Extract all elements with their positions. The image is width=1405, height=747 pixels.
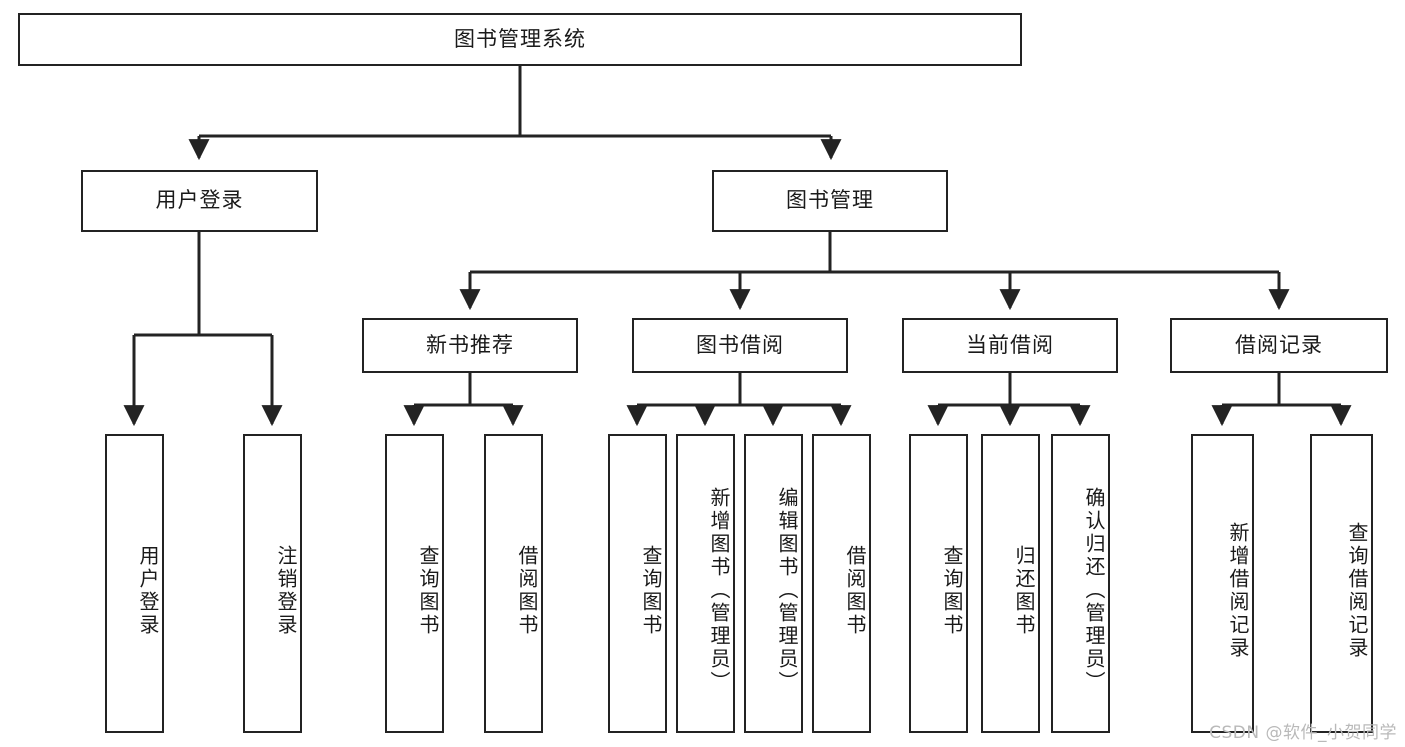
node-leaf-confirm-return-label: 确认归还（管理员） (1082, 487, 1106, 694)
node-leaf-logout[interactable]: 注销登录 (243, 434, 302, 733)
node-leaf-user-login-label: 用户登录 (136, 544, 160, 637)
node-leaf-return-book[interactable]: 归还图书 (981, 434, 1040, 733)
node-leaf-borrow-book-2[interactable]: 借阅图书 (812, 434, 871, 733)
node-user-login-label: 用户登录 (155, 188, 244, 213)
node-new-book-recommend-label: 新书推荐 (426, 332, 514, 357)
node-book-borrow-label: 图书借阅 (696, 332, 784, 357)
node-leaf-edit-book[interactable]: 编辑图书（管理员） (744, 434, 803, 733)
node-leaf-user-login[interactable]: 用户登录 (105, 434, 164, 733)
node-leaf-query-book-3[interactable]: 查询图书 (909, 434, 968, 733)
node-leaf-return-book-label: 归还图书 (1012, 544, 1036, 637)
node-borrow-record[interactable]: 借阅记录 (1170, 318, 1388, 373)
node-current-borrow[interactable]: 当前借阅 (902, 318, 1118, 373)
node-leaf-borrow-book-1-label: 借阅图书 (515, 544, 539, 637)
node-leaf-edit-book-label: 编辑图书（管理员） (775, 487, 799, 694)
node-leaf-query-book-3-label: 查询图书 (940, 544, 964, 637)
node-leaf-query-book-1[interactable]: 查询图书 (385, 434, 444, 733)
node-leaf-query-book-2[interactable]: 查询图书 (608, 434, 667, 733)
node-leaf-borrow-book-1[interactable]: 借阅图书 (484, 434, 543, 733)
node-leaf-borrow-book-2-label: 借阅图书 (843, 544, 867, 637)
node-leaf-confirm-return[interactable]: 确认归还（管理员） (1051, 434, 1110, 733)
node-root-label: 图书管理系统 (454, 26, 586, 51)
node-leaf-add-record-label: 新增借阅记录 (1226, 521, 1250, 660)
node-book-manage-label: 图书管理 (786, 188, 874, 213)
node-user-login[interactable]: 用户登录 (81, 170, 318, 232)
node-book-borrow[interactable]: 图书借阅 (632, 318, 848, 373)
node-leaf-add-book[interactable]: 新增图书（管理员） (676, 434, 735, 733)
node-leaf-add-book-label: 新增图书（管理员） (707, 487, 731, 694)
node-leaf-query-record[interactable]: 查询借阅记录 (1310, 434, 1373, 733)
node-leaf-query-record-label: 查询借阅记录 (1345, 521, 1369, 660)
node-leaf-add-record[interactable]: 新增借阅记录 (1191, 434, 1254, 733)
node-leaf-query-book-2-label: 查询图书 (639, 544, 663, 637)
node-new-book-recommend[interactable]: 新书推荐 (362, 318, 578, 373)
node-borrow-record-label: 借阅记录 (1235, 332, 1323, 357)
watermark: CSDN @软件_小贺同学 (1209, 723, 1397, 743)
node-leaf-logout-label: 注销登录 (274, 544, 298, 637)
node-book-manage[interactable]: 图书管理 (712, 170, 948, 232)
node-root[interactable]: 图书管理系统 (18, 13, 1022, 66)
node-current-borrow-label: 当前借阅 (966, 332, 1054, 357)
node-leaf-query-book-1-label: 查询图书 (416, 544, 440, 637)
